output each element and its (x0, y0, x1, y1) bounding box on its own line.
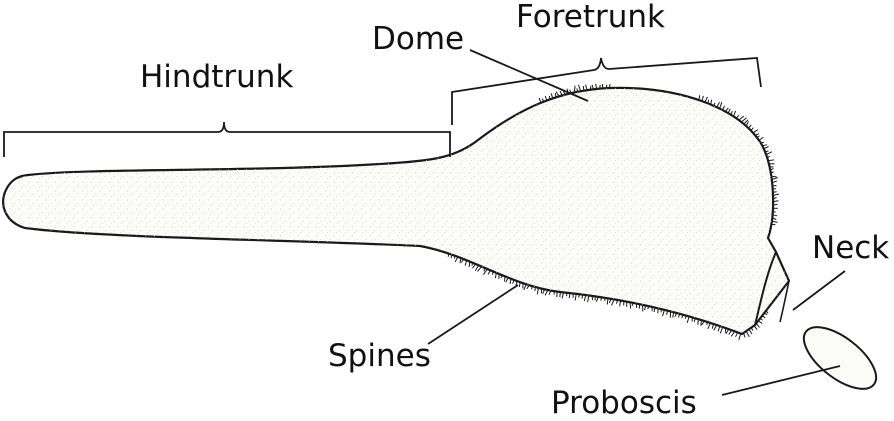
spine-mark (455, 257, 458, 262)
foretrunk-label: Foretrunk (516, 2, 665, 33)
spine-mark (448, 254, 449, 257)
proboscis-outline (794, 316, 886, 400)
spine-mark (583, 86, 584, 91)
spine-mark (749, 125, 752, 128)
spine-mark (708, 323, 711, 329)
spine-mark (707, 322, 708, 325)
proboscis-shape (794, 316, 886, 400)
hindtrunk-bracket (4, 122, 450, 157)
spine-mark (607, 298, 608, 304)
trunk-stipple (0, 80, 800, 340)
spine-mark (537, 288, 538, 294)
spine-mark (478, 267, 482, 272)
trunk-body (0, 80, 800, 340)
spine-mark (454, 256, 455, 259)
spine-mark (708, 100, 709, 104)
spine-mark (705, 97, 708, 102)
spine-mark (630, 302, 631, 308)
spine-mark (687, 316, 689, 323)
spine-mark (717, 102, 720, 107)
spine-mark (469, 262, 470, 267)
spine-mark (773, 212, 776, 213)
neck-leader-line (793, 271, 845, 310)
spine-mark (765, 151, 768, 152)
spine-mark (532, 286, 533, 289)
spine-mark (714, 325, 717, 330)
spine-mark (773, 192, 777, 193)
spine-mark (766, 152, 772, 155)
spine-mark (473, 264, 476, 268)
dome-leader-line (470, 50, 588, 101)
spine-mark (519, 282, 520, 287)
hindtrunk-label: Hindtrunk (140, 62, 293, 93)
spine-mark (575, 86, 576, 93)
spine-mark (720, 327, 722, 333)
spine-mark (663, 310, 665, 316)
spine-mark (577, 88, 578, 91)
spine-mark (759, 137, 763, 140)
spine-mark (524, 284, 526, 290)
spine-mark (506, 278, 508, 283)
spine-mark (746, 122, 748, 127)
spine-mark (756, 323, 759, 327)
spine-mark (773, 189, 776, 190)
spine-mark (734, 111, 736, 117)
spine-mark (556, 92, 559, 97)
spines-label: Spines (328, 341, 431, 372)
spine-mark (764, 147, 769, 149)
spine-mark (590, 86, 591, 90)
spine-mark (731, 331, 735, 336)
spine-mark (701, 320, 702, 326)
spine-mark (602, 84, 603, 88)
neck-label: Neck (812, 233, 889, 264)
spine-mark (729, 330, 732, 334)
spine-mark (739, 334, 741, 340)
spine-mark (698, 319, 699, 325)
spine-mark (555, 93, 556, 97)
spine-mark (475, 265, 478, 270)
spine-mark (749, 329, 752, 334)
spine-mark (560, 292, 561, 297)
proboscis-leader-line (722, 366, 840, 395)
spines-leader-line (428, 285, 518, 344)
spine-mark (578, 85, 580, 91)
spine-mark (726, 329, 729, 334)
spine-mark (739, 116, 744, 120)
spine-mark (753, 130, 758, 133)
spine-mark (754, 326, 757, 330)
spine-mark (575, 294, 576, 301)
spine-mark (758, 321, 762, 324)
spine-mark (504, 277, 505, 282)
spine-mark (720, 102, 722, 108)
spine-mark (609, 84, 610, 88)
spine-mark (606, 85, 607, 88)
spine-mark (751, 128, 754, 131)
proboscis-label: Proboscis (551, 388, 697, 419)
spine-mark (685, 316, 686, 319)
spine-mark (725, 108, 728, 112)
spine-mark (746, 331, 749, 337)
dome-label: Dome (372, 24, 464, 55)
spine-mark (588, 295, 589, 302)
